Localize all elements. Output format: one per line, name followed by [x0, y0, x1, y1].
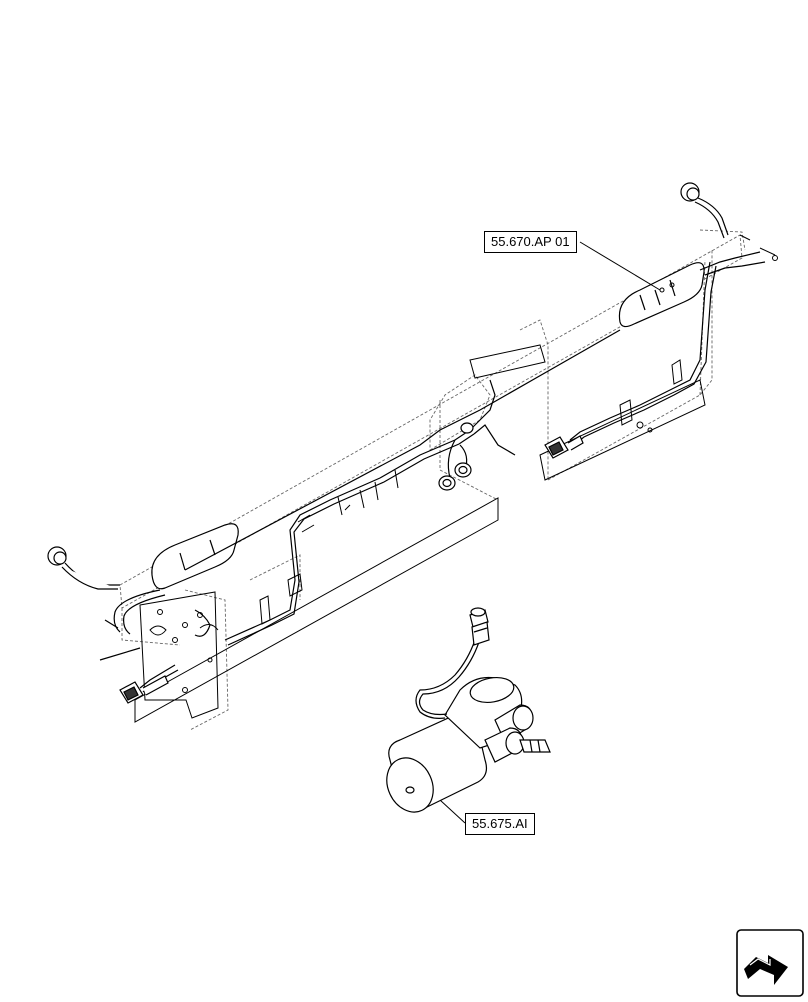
lamp-connector-left: [47, 546, 120, 590]
callout-wiring-harness-ref[interactable]: 55.670.AP 01: [484, 231, 577, 253]
callout-wiper-motor-ref[interactable]: 55.675.AI: [465, 813, 535, 835]
mounting-bracket: [139, 591, 219, 719]
work-lamp-right: [618, 262, 705, 328]
leader-lines: [439, 241, 661, 824]
work-lamp-left: [151, 523, 239, 590]
wiring-harness: [99, 251, 766, 693]
fasteners-right: [659, 234, 778, 293]
lamp-connector-right: [680, 182, 729, 239]
wiper-motor: [386, 639, 551, 813]
harness-grommets: [438, 422, 474, 491]
multi-pin-connector-left: [119, 675, 169, 704]
beam-solid-edges: [134, 344, 706, 723]
harness-clips: [259, 359, 683, 625]
wiper-motor-plug: [469, 607, 490, 646]
next-page-arrow-icon[interactable]: [736, 929, 804, 997]
multi-pin-connector-right: [544, 435, 584, 459]
